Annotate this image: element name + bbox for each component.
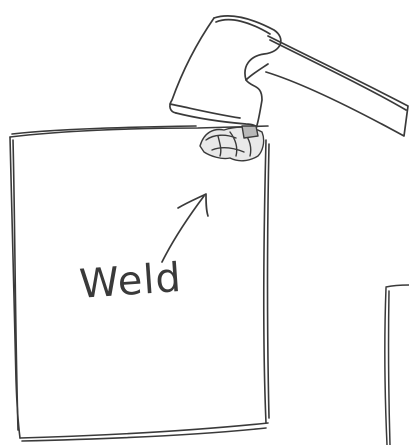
weld-label: Weld: [78, 255, 183, 308]
weld-bead: [200, 126, 264, 161]
second-block: [385, 285, 409, 445]
welding-torch: [170, 16, 408, 136]
pointer-arrow: [162, 194, 208, 262]
